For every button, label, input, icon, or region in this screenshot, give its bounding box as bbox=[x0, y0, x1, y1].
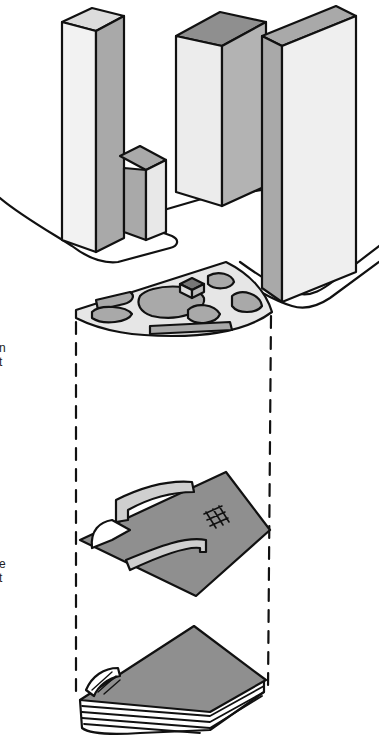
circulation-path bbox=[126, 539, 206, 570]
building-face bbox=[282, 16, 356, 302]
plaza-bench bbox=[150, 322, 232, 334]
plaza-middle-layer bbox=[80, 472, 270, 596]
ramp-hatch bbox=[92, 672, 120, 694]
cut-off-caption-letter: n bbox=[0, 342, 6, 355]
circulation-path bbox=[116, 482, 194, 522]
planting-bed bbox=[188, 305, 220, 323]
building-side bbox=[262, 36, 282, 302]
building-face bbox=[62, 22, 96, 252]
cut-off-caption-letter: t bbox=[0, 356, 2, 369]
planting-bed bbox=[92, 307, 132, 322]
building-side bbox=[124, 168, 146, 240]
planting-bed bbox=[232, 292, 262, 312]
planting-bed bbox=[208, 273, 234, 288]
kiosk-side bbox=[192, 284, 204, 298]
plaza-bottom-layer bbox=[80, 626, 266, 712]
cut-off-caption-letter: e bbox=[0, 558, 6, 571]
building-side bbox=[96, 16, 124, 252]
building-side bbox=[222, 22, 266, 206]
building-face bbox=[146, 160, 166, 240]
stair-symbol bbox=[204, 506, 229, 528]
building-face bbox=[176, 36, 222, 206]
kiosk-face bbox=[180, 284, 192, 298]
ramp-opening bbox=[86, 668, 120, 696]
projection-line bbox=[75, 322, 77, 700]
circulation-path bbox=[92, 520, 130, 548]
cut-off-caption-letter: t bbox=[0, 572, 2, 585]
projection-line bbox=[268, 316, 271, 690]
plaza-surface bbox=[76, 262, 272, 336]
